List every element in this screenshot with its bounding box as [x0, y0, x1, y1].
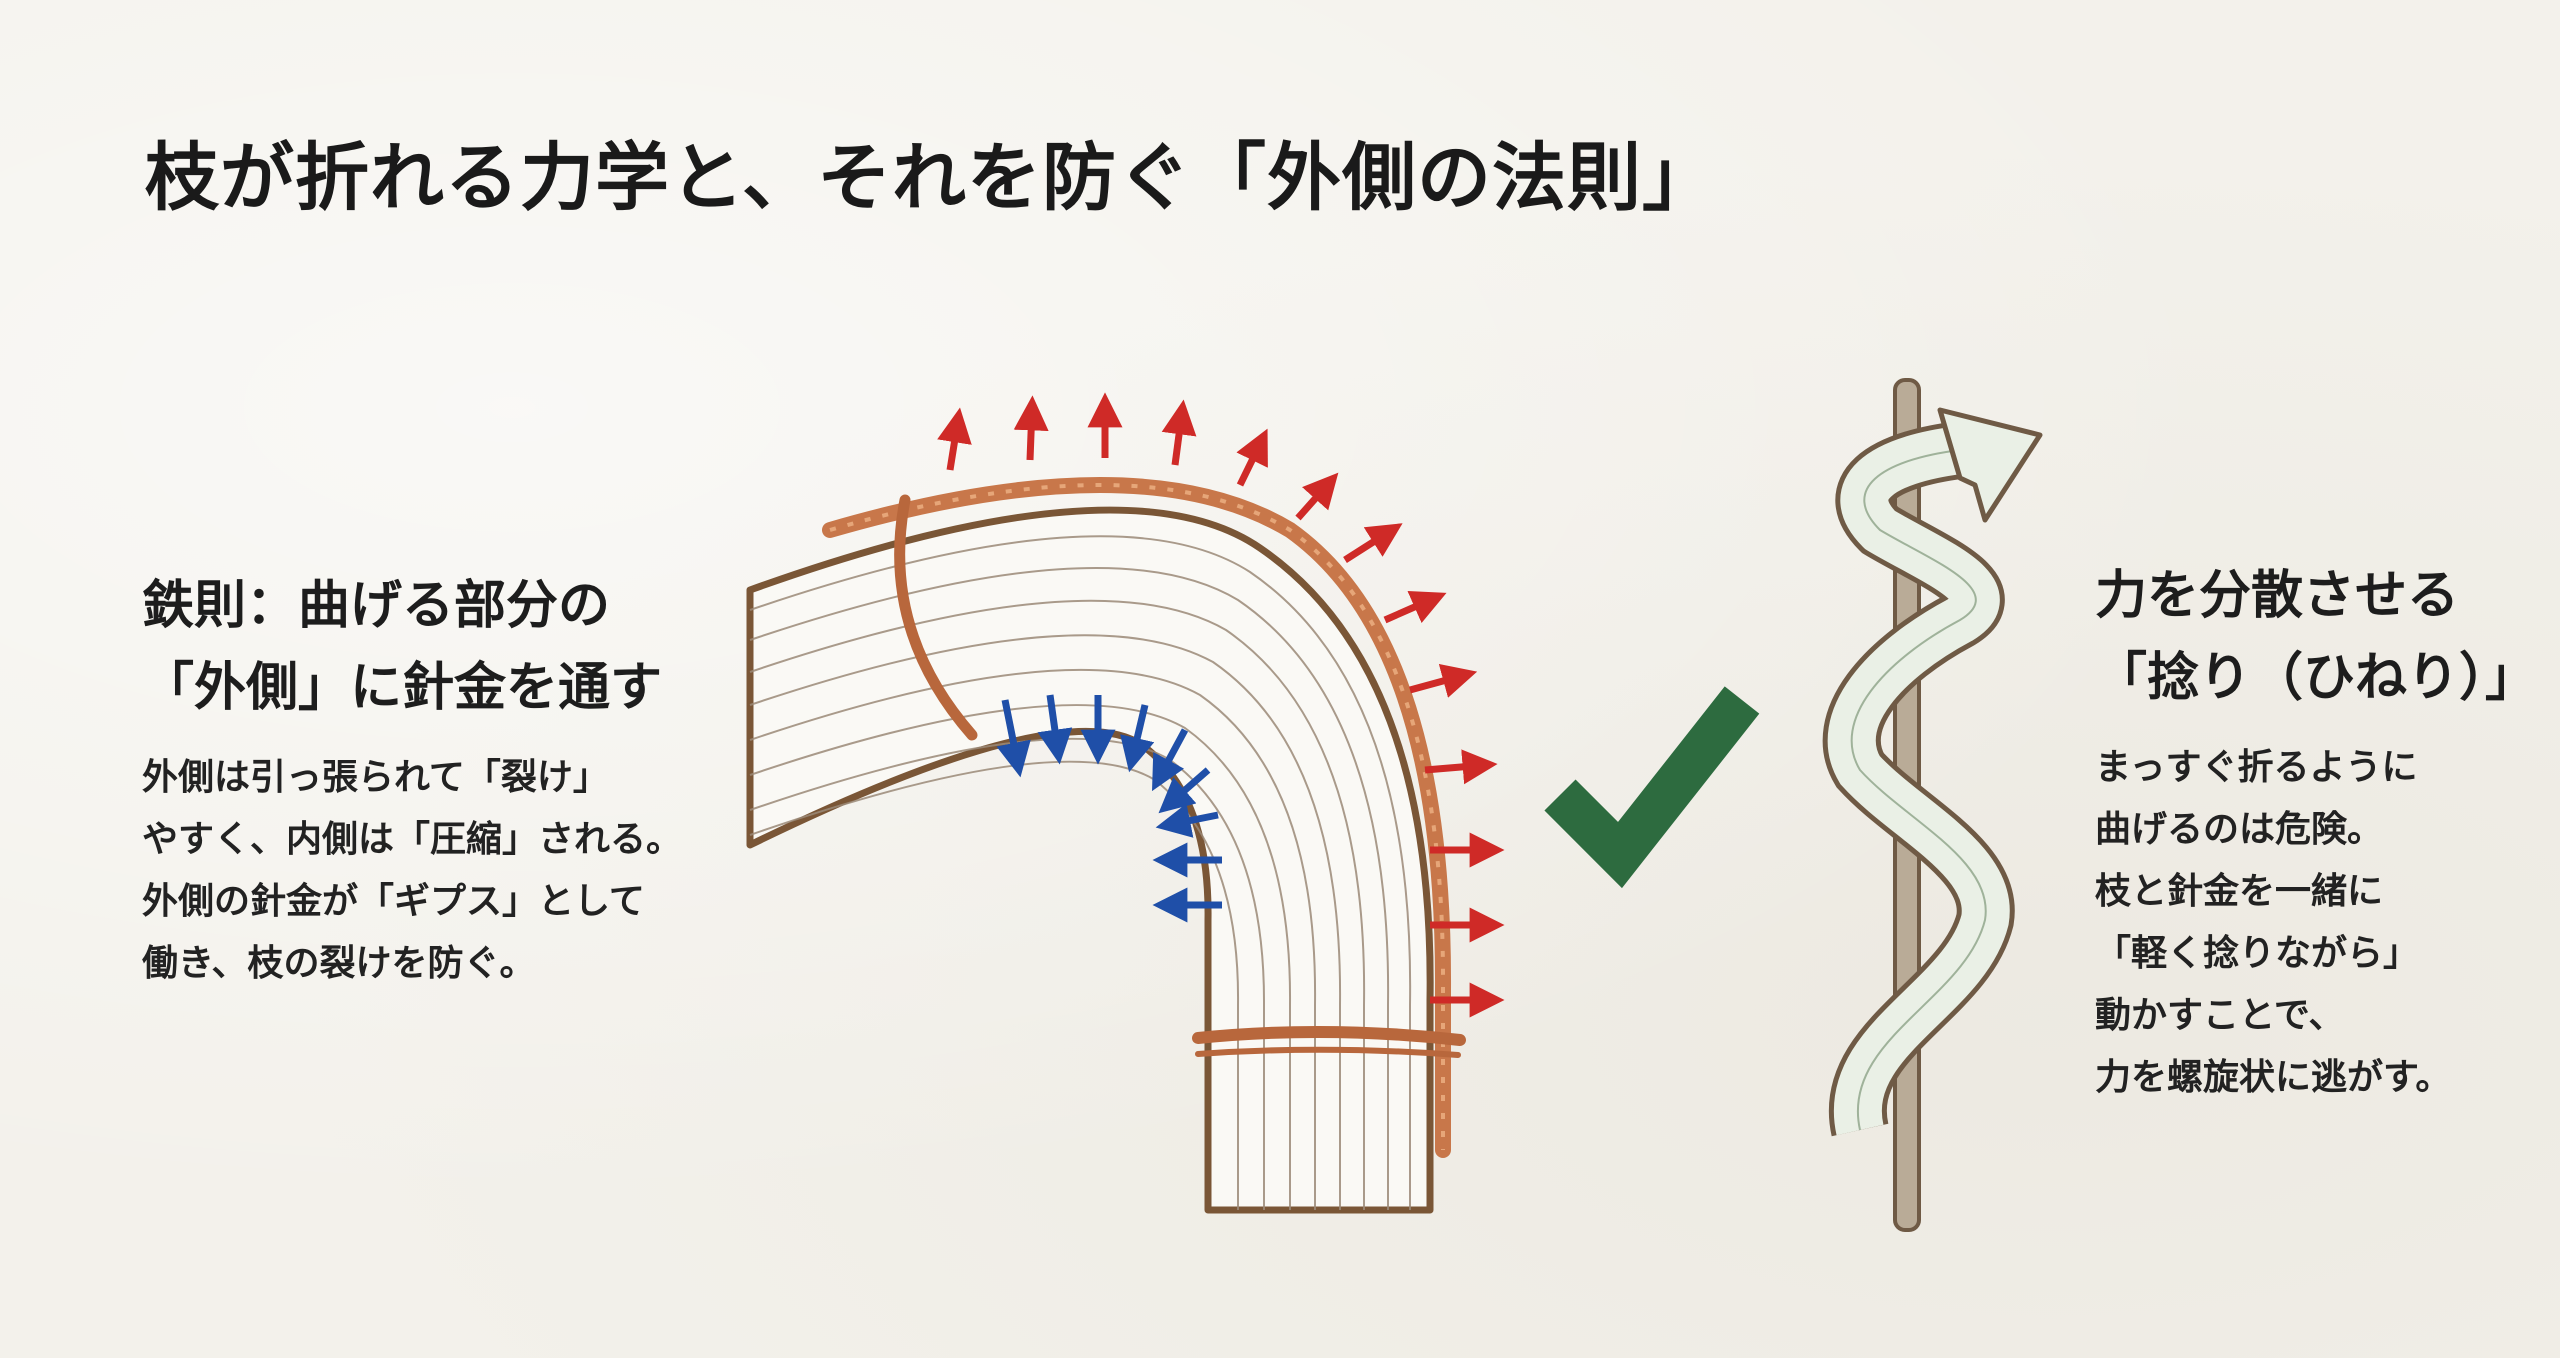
- left-body: 外側は引っ張られて「裂け」 やすく、内側は「圧縮」される。 外側の針金が「ギプス…: [142, 747, 762, 995]
- right-heading: 力を分散させる 「捻り（ひねり）」: [2095, 555, 2538, 719]
- compression-arrow: [1152, 728, 1189, 792]
- left-heading: 鉄則：曲げる部分の 「外側」に針金を通す: [142, 565, 762, 729]
- tension-arrow: [1295, 472, 1339, 521]
- right-body-line: 「軽く捻りながら」: [2095, 933, 2420, 974]
- tension-arrow: [1161, 399, 1197, 466]
- compression-arrow: [1120, 704, 1155, 773]
- compression-arrow: [1037, 694, 1073, 765]
- left-heading-line: 「外側」に針金を通す: [142, 658, 663, 718]
- page-title: 枝が折れる力学と、それを防ぐ「外側の法則」: [145, 135, 1718, 221]
- tension-arrow: [1424, 749, 1498, 785]
- right-body-line: 枝と針金を一緒に: [2095, 871, 2384, 912]
- right-heading-line: 「捻り（ひねり）」: [2095, 648, 2538, 708]
- left-body-line: やすく、内側は「圧縮」される。: [142, 819, 683, 860]
- left-body-line: 外側は引っ張られて「裂け」: [142, 757, 609, 798]
- right-body-line: 曲げるのは危険。: [2095, 809, 2384, 850]
- compression-arrow: [996, 699, 1031, 778]
- check-icon: [1544, 686, 1760, 889]
- compression-arrow: [1158, 767, 1211, 814]
- bent-branch: [746, 506, 1434, 1214]
- left-heading-line: 鉄則：曲げる部分の: [142, 576, 611, 636]
- wire-wrap-bottom: [1192, 1025, 1466, 1046]
- left-body-line: 働き、枝の裂けを防ぐ。: [142, 943, 536, 984]
- tension-arrow: [1343, 523, 1403, 563]
- copper-wire: [822, 477, 1466, 1158]
- compression-arrows: [996, 694, 1222, 923]
- twist-arrow-icon: [1822, 407, 2043, 1137]
- tension-arrow: [1383, 591, 1447, 624]
- right-text-block: 力を分散させる 「捻り（ひねり）」 まっすぐ折るように 曲げるのは危険。 枝と針…: [2095, 555, 2538, 1109]
- left-text-block: 鉄則：曲げる部分の 「外側」に針金を通す 外側は引っ張られて「裂け」 やすく、内…: [142, 565, 762, 995]
- tension-arrow: [1013, 395, 1049, 461]
- tension-arrow: [1236, 428, 1268, 487]
- tension-arrow: [937, 407, 972, 471]
- wire-wrap-top: [894, 494, 978, 741]
- right-body-line: 力を螺旋状に逃がす。: [2095, 1057, 2452, 1098]
- right-body-line: 動かすことで、: [2095, 995, 2345, 1036]
- left-body-line: 外側の針金が「ギプス」として: [142, 881, 645, 922]
- right-body: まっすぐ折るように 曲げるのは危険。 枝と針金を一緒に 「軽く捻りながら」 動か…: [2095, 737, 2535, 1109]
- right-body-line: まっすぐ折るように: [2095, 747, 2418, 788]
- right-heading-line: 力を分散させる: [2095, 566, 2460, 626]
- tension-arrow: [1409, 664, 1478, 698]
- tension-arrows: [937, 392, 1505, 1018]
- twist-diagram: [1822, 378, 2043, 1232]
- compression-arrow: [1155, 803, 1219, 838]
